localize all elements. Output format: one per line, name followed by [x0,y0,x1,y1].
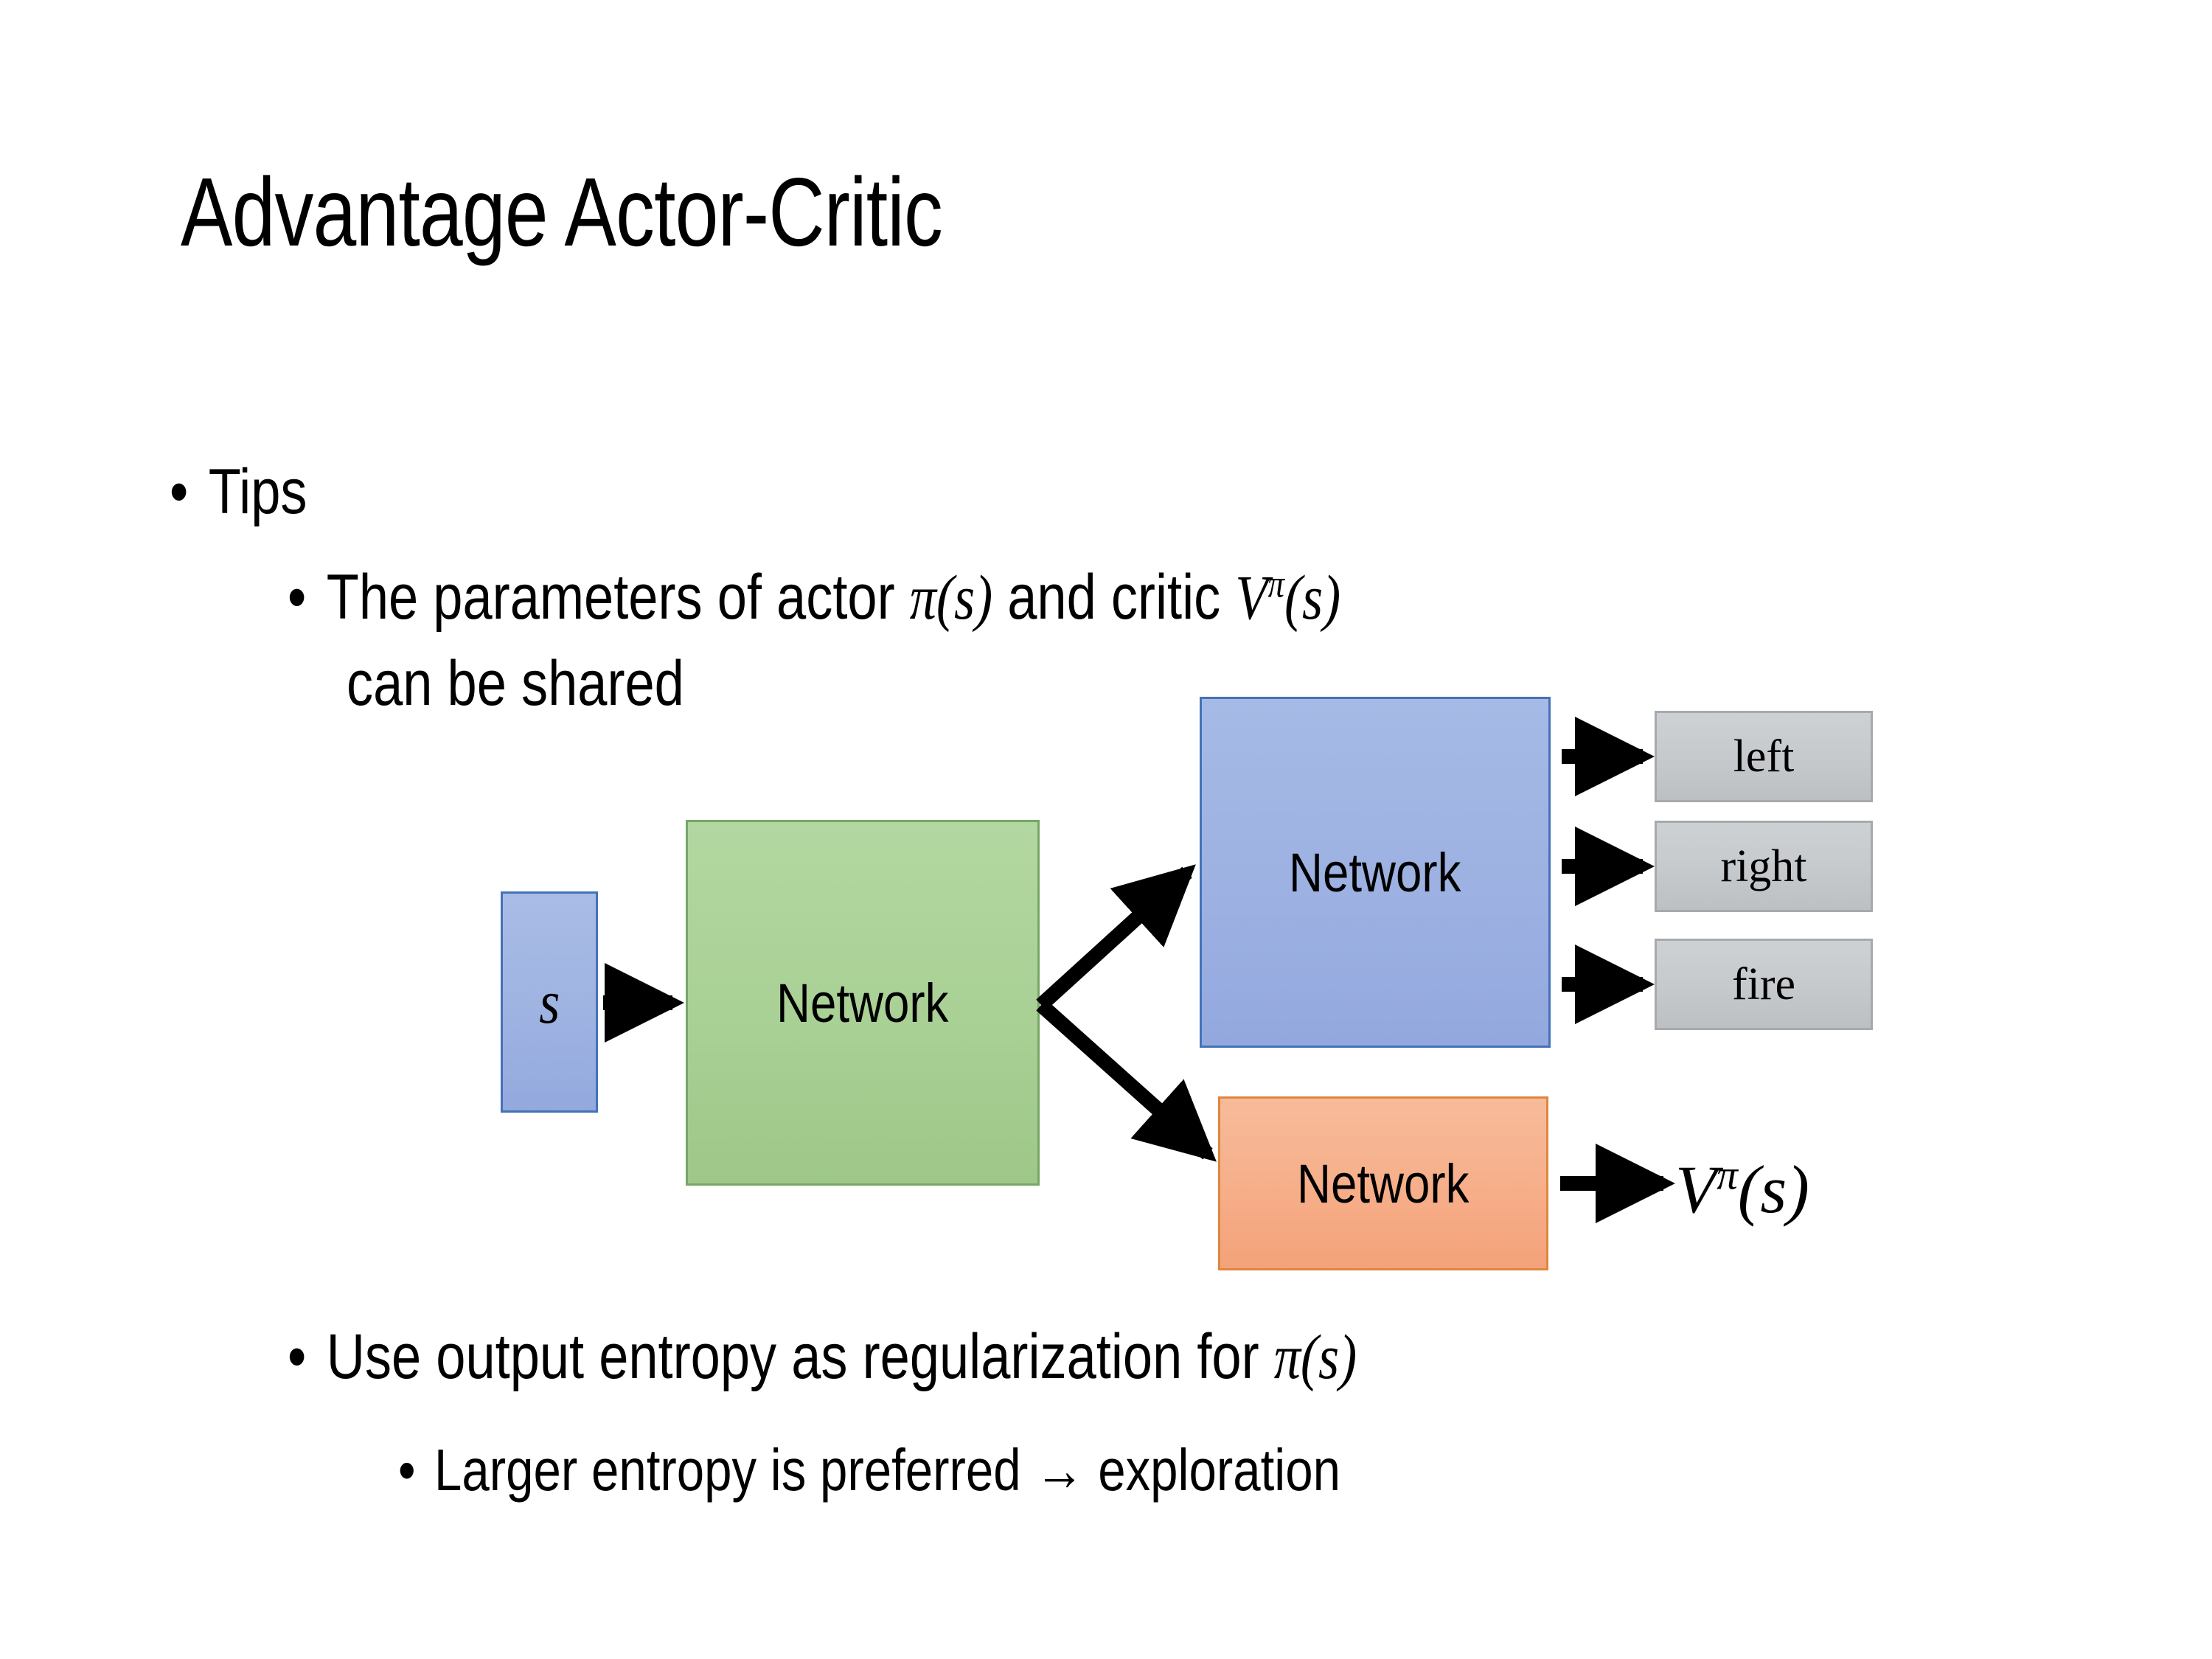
shared-network-box: Network [686,820,1040,1186]
state-input-label: s [538,967,560,1037]
critic-network-label: Network [1297,1152,1470,1214]
bullet-parameters-line2: can be shared [347,647,684,720]
action-label-right: right [1720,841,1807,891]
bullet-tips: • Tips [170,456,307,529]
bullet-marker: • [288,562,307,633]
math-pi-of-s: π(s) [909,562,993,633]
state-input-box: s [501,891,598,1113]
bullet-parameters-line2-label: can be shared [347,648,684,719]
bullet-parameters-text-pre: The parameters of actor [326,562,910,633]
action-box-fire: fire [1655,939,1873,1030]
arrow-shared-to-actor [1036,864,1196,1011]
action-label-fire: fire [1731,959,1796,1009]
bullet-marker: • [170,456,189,527]
critic-output-superscript-pi: π [1717,1152,1738,1199]
math-pi-of-s: π(s) [1273,1321,1357,1392]
bullet-marker: • [398,1437,416,1503]
critic-network-box: Network [1218,1096,1548,1270]
bullet-tips-label: Tips [208,456,307,527]
bullet-marker: • [288,1321,307,1392]
action-label-left: left [1733,731,1795,782]
math-v-superscript-pi: π [1267,561,1284,606]
actor-network-box: Network [1200,697,1551,1048]
critic-output-argument: (s) [1737,1152,1809,1227]
page-title: Advantage Actor-Critic [181,158,943,266]
bullet-parameters-text-mid: and critic [992,562,1236,633]
bullet-larger-entropy: • Larger entropy is preferred → explorati… [398,1436,1340,1504]
bullet-entropy: • Use output entropy as regularization fo… [288,1320,1357,1394]
math-v-base: V [1235,562,1268,633]
action-box-left: left [1655,711,1873,802]
math-v-argument: (s) [1284,562,1341,633]
bullet-larger-entropy-text: Larger entropy is preferred → exploratio… [434,1437,1340,1503]
actor-network-label: Network [1289,841,1461,903]
shared-network-label: Network [776,972,949,1034]
bullet-parameters-line1: • The parameters of actor π(s) and critic… [288,560,1340,634]
critic-output-label: Vπ(s) [1675,1150,1809,1228]
bullet-entropy-text: Use output entropy as regularization for [326,1321,1274,1392]
action-box-right: right [1655,821,1873,912]
arrow-shared-to-critic [1036,999,1217,1162]
critic-output-base: V [1675,1152,1717,1227]
